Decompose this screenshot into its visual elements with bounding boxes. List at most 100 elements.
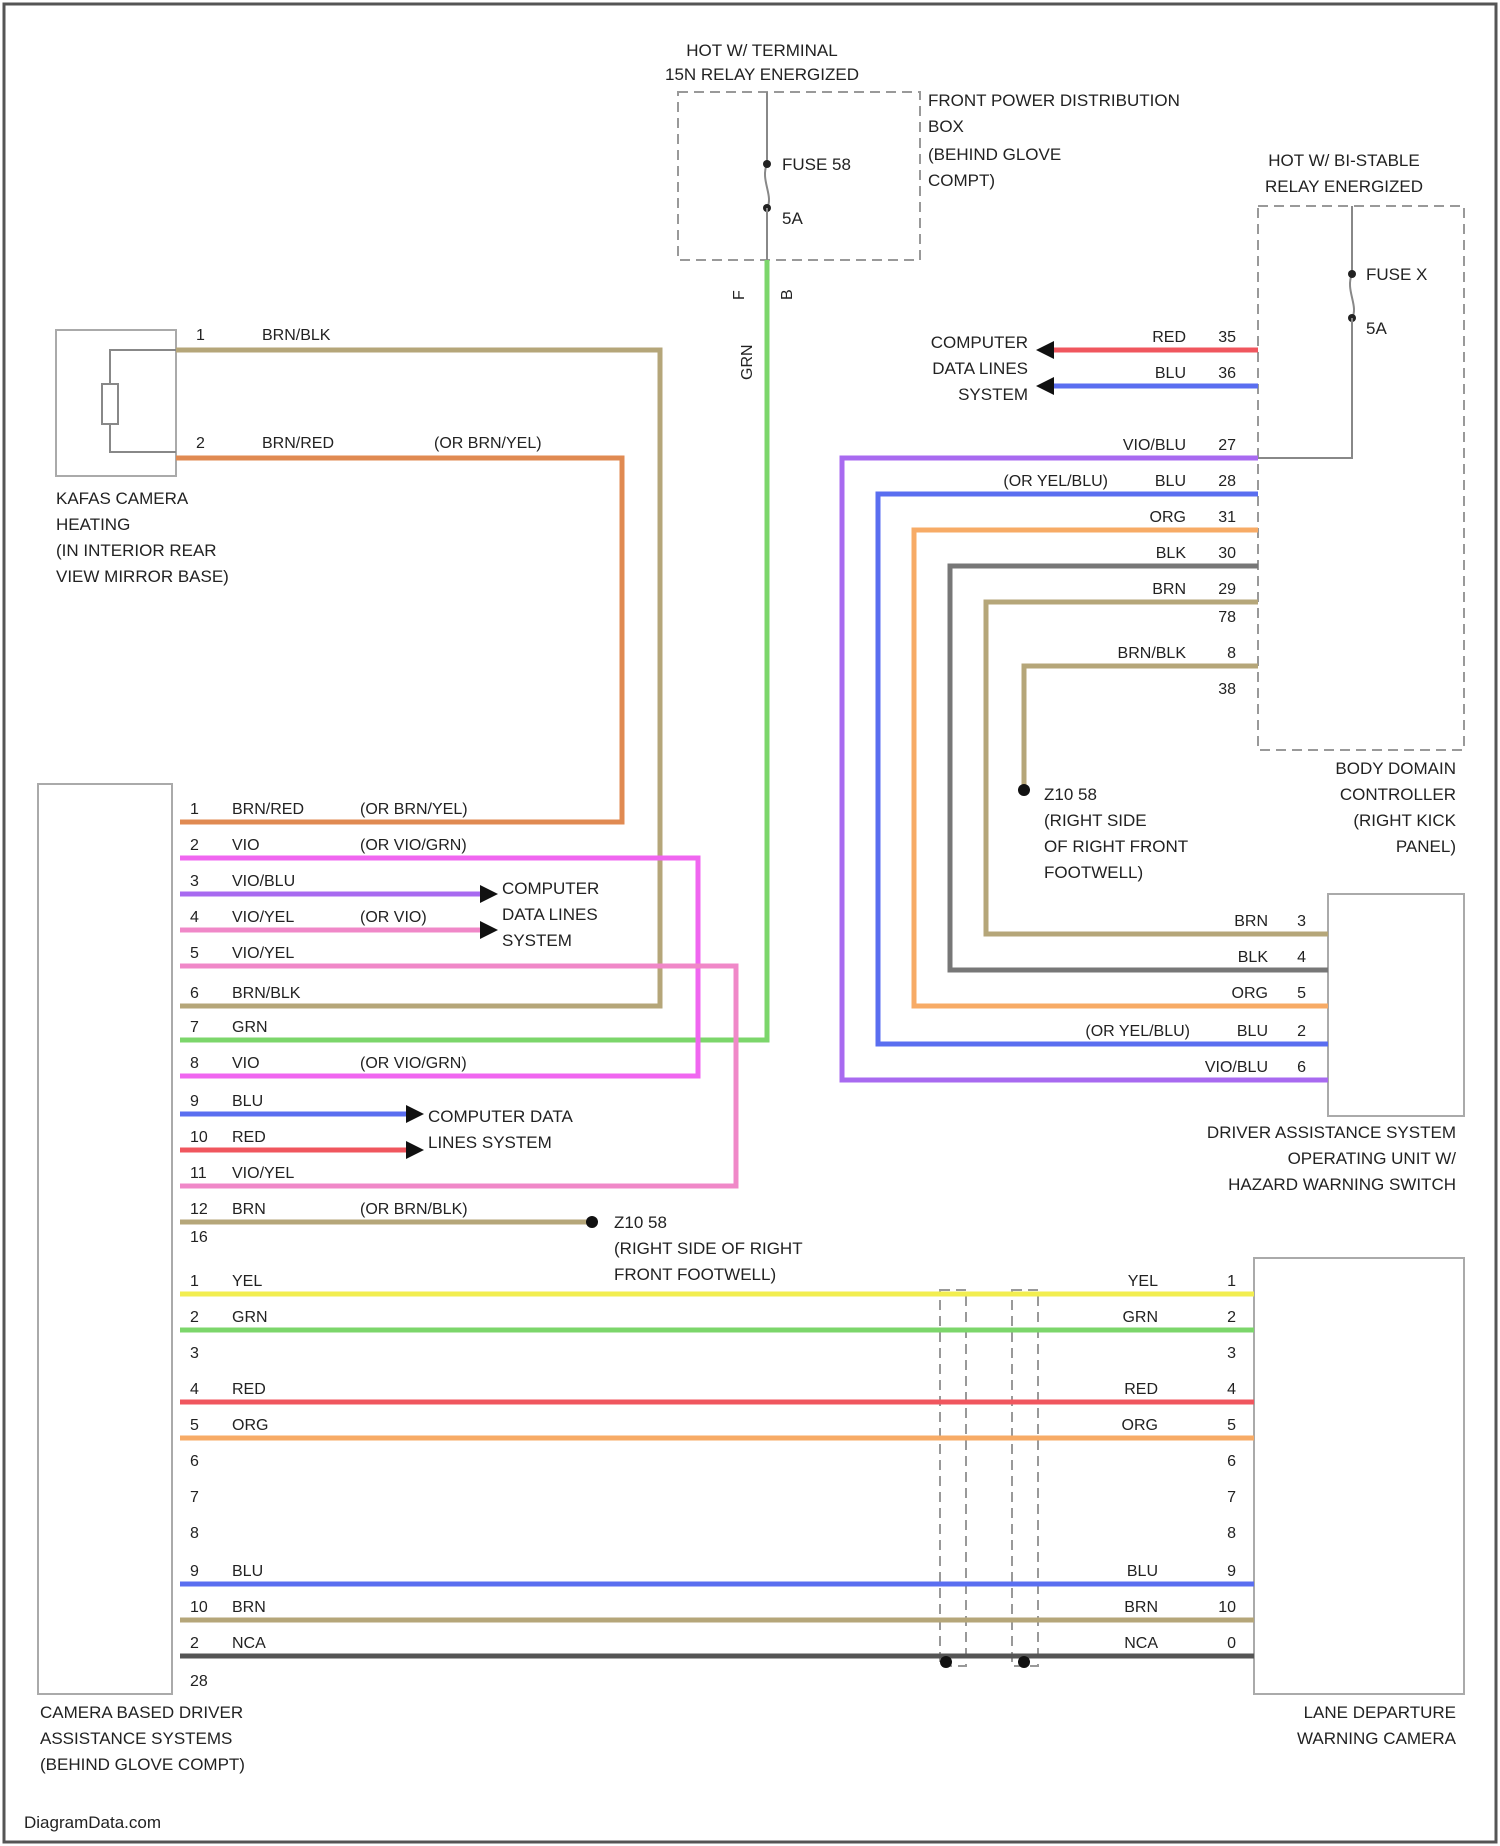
bdc-label-1: BODY DOMAIN [1335, 759, 1456, 778]
das-wire-color-5: ORG [1232, 985, 1268, 1002]
ldw-right-pin-10: 10 [1218, 1599, 1236, 1616]
data-arrow-1 [480, 885, 498, 903]
ldw-left-pin-7: 7 [190, 1489, 199, 1506]
front-pdb-label-4: COMPT) [928, 171, 995, 190]
bdc-wire-color-36: BLU [1155, 365, 1186, 382]
bdc-wire-color-29: BRN [1152, 581, 1186, 598]
cdas-data-label-1: COMPUTER [502, 879, 599, 898]
bdc-pin-38: 38 [1218, 681, 1236, 698]
bdc-wire-color-8: BRN/BLK [1118, 645, 1187, 662]
camera-pin-5: 5 [190, 945, 199, 962]
cdas-data-label-3: SYSTEM [502, 931, 572, 950]
kafas-wire-2-color: BRN/RED [262, 435, 334, 452]
watermark: DiagramData.com [24, 1813, 161, 1832]
camera-pin-12: 12 [190, 1201, 208, 1218]
ldw-left-pin-5: 5 [190, 1417, 199, 1434]
bdc-pin-78: 78 [1218, 609, 1236, 626]
camera-wire-color-6: BRN/BLK [232, 985, 301, 1002]
bdc-wire-alt-28: (OR YEL/BLU) [1003, 473, 1108, 490]
front-pdb-box [678, 92, 920, 260]
camera-pin-10: 10 [190, 1129, 208, 1146]
ground-right-label-3: OF RIGHT FRONT [1044, 837, 1188, 856]
bdc-pin-36: 36 [1218, 365, 1236, 382]
camera-wire-color-5: VIO/YEL [232, 945, 294, 962]
camera-wire-color-12: BRN [232, 1201, 266, 1218]
das-unit-label-3: HAZARD WARNING SWITCH [1228, 1175, 1456, 1194]
camera-wire-color-7: GRN [232, 1019, 268, 1036]
wires-layer [176, 260, 1328, 1668]
bdc-label-3: (RIGHT KICK [1353, 811, 1456, 830]
ground-right-label-4: FOOTWELL) [1044, 863, 1143, 882]
ldw-right-pin-6: 6 [1227, 1453, 1236, 1470]
hot-terminal-label: HOT W/ TERMINAL [686, 41, 837, 60]
camera-das-label-1: CAMERA BASED DRIVER [40, 1703, 243, 1722]
ldw-right-color-2: GRN [1122, 1309, 1158, 1326]
ground-right-label-2: (RIGHT SIDE [1044, 811, 1147, 830]
bdc-pin-31: 31 [1218, 509, 1236, 526]
front-pdb-label-3: (BEHIND GLOVE [928, 145, 1061, 164]
camera-pin-8: 8 [190, 1055, 199, 1072]
camera-wire-color-8: VIO [232, 1055, 260, 1072]
hot-bistable-label-2: RELAY ENERGIZED [1265, 177, 1423, 196]
das-wire-color-2: BLU [1237, 1023, 1268, 1040]
ldw-left-color-5: ORG [232, 1417, 268, 1434]
camera-pin-9: 9 [190, 1093, 199, 1110]
front-pdb-pin-f: F [731, 290, 748, 300]
das-pin-3: 3 [1297, 913, 1306, 930]
fuse-58-terminal-top [763, 160, 771, 168]
front-pdb-label-2: BOX [928, 117, 964, 136]
ldw-right-color-4: RED [1124, 1381, 1158, 1398]
ldw-left-pin-2: 2 [190, 1309, 199, 1326]
bdc-pin-8: 8 [1227, 645, 1236, 662]
ldw-right-color-10: BRN [1124, 1599, 1158, 1616]
wire-kafas-2 [176, 458, 622, 822]
bdc-pin-30: 30 [1218, 545, 1236, 562]
splice-dot-2 [1018, 1656, 1030, 1668]
kafas-pin-1: 1 [196, 327, 205, 344]
fuse-58-rating: 5A [782, 209, 803, 228]
das-pin-5: 5 [1297, 985, 1306, 1002]
bdc-wire-color-30: BLK [1156, 545, 1187, 562]
kafas-label-1: KAFAS CAMERA [56, 489, 189, 508]
front-pdb-label-1: FRONT POWER DISTRIBUTION [928, 91, 1180, 110]
bdc-pin-28: 28 [1218, 473, 1236, 490]
ground-right-label-1: Z10 58 [1044, 785, 1097, 804]
bdc-arrow-1 [1036, 341, 1054, 359]
grn-wire-label: GRN [739, 344, 756, 380]
ldw-left-pin-8: 8 [190, 1525, 199, 1542]
ground-right-dot [1018, 784, 1030, 796]
camera-wire-alt-4: (OR VIO) [360, 909, 427, 926]
bdc-label-2: CONTROLLER [1340, 785, 1456, 804]
ldw-left-pin-6: 6 [190, 1453, 199, 1470]
camera-wire-alt-1: (OR BRN/YEL) [360, 801, 468, 818]
das-wire-color-6: VIO/BLU [1205, 1059, 1268, 1076]
ldw-right-color-1: YEL [1128, 1273, 1158, 1290]
fuse-x-symbol [1350, 274, 1354, 318]
ldw-right-pin-7: 7 [1227, 1489, 1236, 1506]
ldw-left-pin-3: 3 [190, 1345, 199, 1362]
ldw-right-color-5: ORG [1122, 1417, 1158, 1434]
ldw-right-pin-4: 4 [1227, 1381, 1236, 1398]
cdas-data2-label-1: COMPUTER DATA [428, 1107, 573, 1126]
bdc-box [1258, 206, 1464, 750]
bdc-arrow-2 [1036, 377, 1054, 395]
bdc-data-label-3: SYSTEM [958, 385, 1028, 404]
ldw-right-pin-9: 9 [1227, 1563, 1236, 1580]
fuse-x-label: FUSE X [1366, 265, 1427, 284]
ldw-label-2: WARNING CAMERA [1297, 1729, 1457, 1748]
das-pin-4: 4 [1297, 949, 1306, 966]
bdc-wire-color-28: BLU [1155, 473, 1186, 490]
camera-pin-11: 11 [190, 1165, 207, 1182]
ground-left-label-2: (RIGHT SIDE OF RIGHT [614, 1239, 803, 1258]
das-unit-label-2: OPERATING UNIT W/ [1288, 1149, 1457, 1168]
camera-wire-color-10: RED [232, 1129, 266, 1146]
ldw-label-1: LANE DEPARTURE [1304, 1703, 1456, 1722]
ldw-left-color-1: YEL [232, 1273, 262, 1290]
das-wire-color-3: BRN [1234, 913, 1268, 930]
bdc-wire-color-27: VIO/BLU [1123, 437, 1186, 454]
kafas-wire-2-alt: (OR BRN/YEL) [434, 435, 542, 452]
camera-wire-alt-2: (OR VIO/GRN) [360, 837, 467, 854]
data-arrow-4 [406, 1141, 424, 1159]
ldw-bottom-pin: 28 [190, 1673, 208, 1690]
camera-wire-color-3: VIO/BLU [232, 873, 295, 890]
